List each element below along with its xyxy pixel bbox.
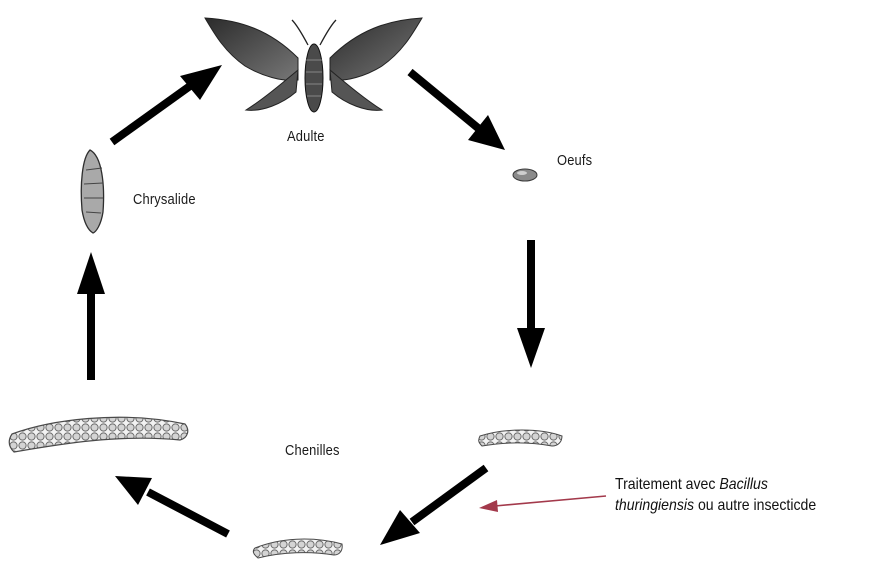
caterpillar-icon bbox=[9, 417, 562, 558]
label-adult: Adulte bbox=[287, 128, 325, 145]
cycle-arrow-chrysalis-to-adult bbox=[112, 65, 222, 142]
cycle-arrow-larva-to-larva bbox=[380, 468, 486, 545]
treatment-note-species: thuringiensis bbox=[615, 497, 694, 514]
label-eggs: Oeufs bbox=[557, 152, 592, 169]
treatment-note-suffix: ou autre insecticde bbox=[698, 497, 816, 514]
moth-icon bbox=[205, 18, 422, 112]
cycle-arrow-eggs-to-larva bbox=[517, 240, 545, 368]
treatment-arrow bbox=[479, 496, 606, 512]
treatment-note: Traitement avec Bacillus thuringiensis o… bbox=[615, 474, 816, 516]
cycle-arrow-adult-to-eggs bbox=[410, 72, 505, 150]
treatment-note-prefix: Traitement avec bbox=[615, 476, 715, 493]
label-larvae: Chenilles bbox=[285, 442, 340, 459]
label-chrysalis: Chrysalide bbox=[133, 191, 196, 208]
cycle-arrow-larva-to-caterpillar bbox=[115, 476, 228, 534]
treatment-note-genus: Bacillus bbox=[719, 476, 768, 493]
egg-icon bbox=[513, 169, 537, 181]
cycle-arrow-caterpillar-to-chrysalis bbox=[77, 252, 105, 380]
chrysalis-icon bbox=[81, 150, 103, 233]
